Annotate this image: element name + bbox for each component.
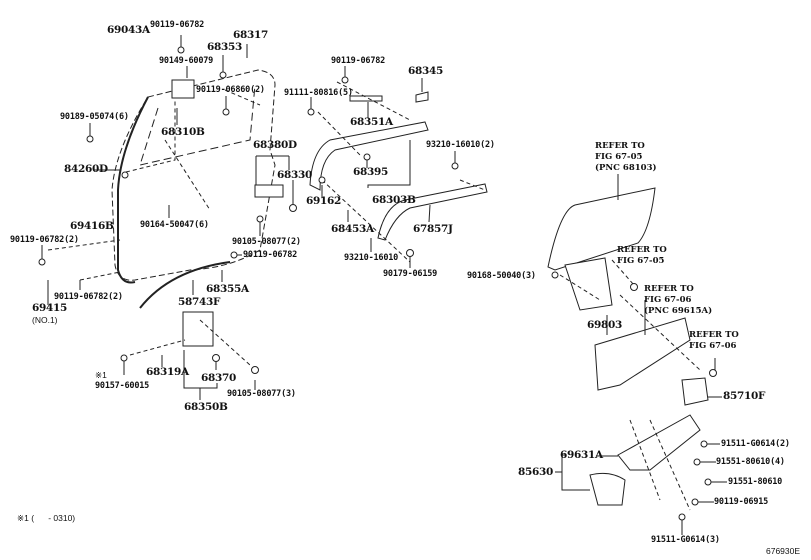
part-label: 90164-50047(6) — [140, 220, 209, 230]
part-label: 84260D — [64, 163, 108, 175]
part-label: 68319A — [146, 366, 189, 378]
part-label: 91111-80816(5) — [284, 88, 353, 98]
lower-rail-67857J — [377, 183, 488, 241]
refer-note-service-cover: REFER TO FIG 67-06 (PNC 69615A) — [644, 284, 712, 317]
upper-rail-68303B — [309, 121, 429, 191]
refer-note-bolt: REFER TO FIG 67-06 — [689, 330, 739, 352]
door-panel-outline — [111, 69, 276, 281]
part-label: 90119-06782 — [150, 20, 205, 30]
dashed-leaders — [47, 81, 701, 511]
part-label: 58743F — [178, 296, 221, 308]
part-label: 90119-06782(2) — [54, 292, 123, 302]
part-label: 93210-16010 — [344, 253, 399, 263]
part-label: 69415 — [32, 302, 68, 314]
part-label: 67857J — [413, 223, 453, 235]
refer-note-glass: REFER TO FIG 67-05 (PNC 68103) — [595, 141, 657, 174]
part-label: 90119-06782 — [243, 250, 298, 260]
part-label: 91551-80610 — [728, 477, 783, 487]
refer-line: REFER TO — [689, 330, 739, 340]
part-label: 68453A — [331, 223, 374, 235]
part-label: 90119-06860(2) — [196, 85, 265, 95]
motor-85630 — [589, 472, 626, 506]
part-label: 91511-G0614(2) — [721, 439, 790, 449]
part-label: 93210-16010(2) — [426, 140, 495, 150]
part-label: 68310B — [161, 126, 205, 138]
refer-line: REFER TO — [617, 245, 667, 255]
part-label: 68380D — [253, 139, 297, 151]
refer-note-glass-channel: REFER TO FIG 67-05 — [617, 245, 667, 267]
refer-line: FIG 67-06 — [689, 341, 737, 351]
part-label: 68355A — [206, 283, 249, 295]
part-label: 68370 — [201, 372, 237, 384]
part-label: 90157-60015 — [95, 381, 150, 391]
part-label: 91551-80610(4) — [716, 457, 785, 467]
refer-line: FIG 67-05 — [595, 152, 643, 162]
part-label: 90105-08077(2) — [232, 237, 301, 247]
part-label: 85710F — [723, 390, 766, 402]
part-label: 69162 — [306, 195, 342, 207]
part-sublabel: (NO.1) — [32, 315, 58, 325]
part-label: 85630 — [518, 466, 554, 478]
footnote: ※1 ( - 0310) — [17, 513, 76, 523]
part-label: 69803 — [587, 319, 623, 331]
refer-line: REFER TO — [595, 141, 645, 151]
refer-line: FIG 67-06 — [644, 295, 692, 305]
motor-85710F — [681, 377, 709, 406]
part-label: 68350B — [184, 401, 228, 413]
handle-68380D — [254, 184, 284, 198]
part-label: 68353 — [207, 41, 243, 53]
part-label: 68351A — [350, 116, 393, 128]
part-label: 90119-06782 — [331, 56, 386, 66]
part-label: 90168-50040(3) — [467, 271, 536, 281]
lock-68350B — [182, 311, 214, 347]
part-label: 90149-60079 — [159, 56, 214, 66]
part-label: 68330 — [277, 169, 313, 181]
part-label: 68317 — [233, 29, 269, 41]
part-label: 68303B — [372, 194, 416, 206]
hinge-68310B — [171, 79, 195, 99]
cable-58743F — [139, 261, 231, 309]
part-label: 90179-06159 — [383, 269, 438, 279]
part-label: 90105-08077(3) — [227, 389, 296, 399]
regulator-frame-69631A — [617, 414, 701, 471]
illustration-id: 676930E — [766, 546, 801, 556]
part-label: 90189-05074(6) — [60, 112, 129, 122]
part-label: 90119-06782(2) — [10, 235, 79, 245]
fasteners — [38, 46, 717, 521]
regulator-69803 — [564, 257, 613, 311]
footnote-mark: ※1 — [95, 370, 107, 380]
refer-line: REFER TO — [644, 284, 694, 294]
bracket-68345 — [415, 91, 429, 103]
part-label: 69631A — [560, 449, 603, 461]
door-glass — [547, 187, 656, 271]
door-weatherstrip — [117, 96, 149, 284]
part-label: 91511-G0614(3) — [651, 535, 720, 545]
part-label: 68395 — [353, 166, 389, 178]
part-label: 69043A — [107, 24, 150, 36]
refer-line: FIG 67-05 — [617, 256, 665, 266]
rail-68351A — [349, 95, 383, 102]
service-hole-cover — [594, 317, 691, 391]
refer-line: (PNC 69615A) — [644, 306, 713, 316]
door-window-opening — [139, 84, 256, 166]
part-label: 69416B — [70, 220, 114, 232]
refer-line: (PNC 68103) — [595, 163, 657, 173]
part-label: 68345 — [408, 65, 444, 77]
part-label: 90119-06915 — [714, 497, 769, 507]
